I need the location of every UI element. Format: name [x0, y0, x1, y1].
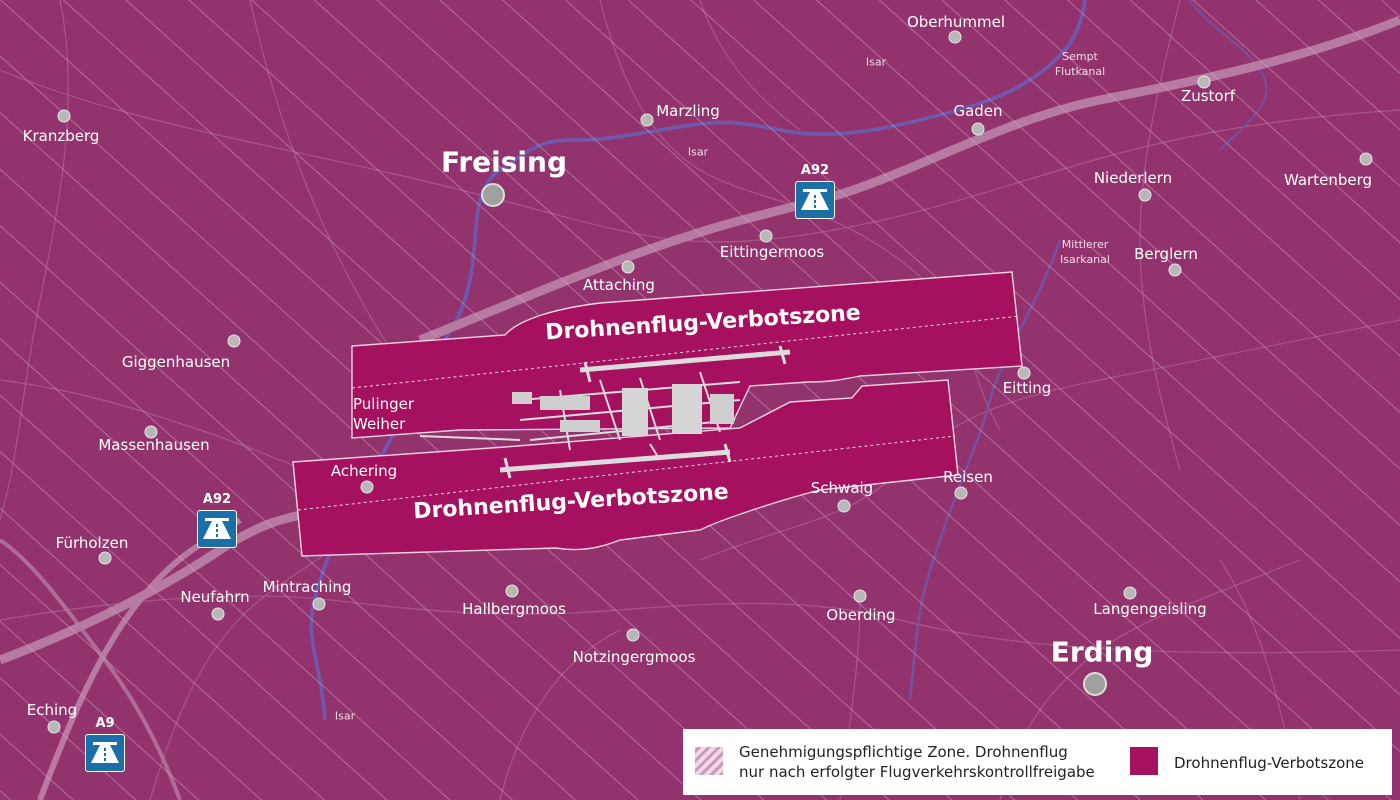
place-neufahrn: Neufahrn [180, 588, 250, 606]
place-dot [837, 499, 851, 513]
legend-swatch-permit-zone [695, 747, 723, 775]
city-erding: Erding [1050, 635, 1154, 669]
place-schwaig: Schwaig [810, 479, 874, 497]
airport-layout [419, 345, 791, 479]
place-hallbergmoos: Hallbergmoos [462, 600, 566, 618]
place-oberding: Oberding [826, 606, 896, 624]
place-dot [312, 597, 326, 611]
place-dot [1017, 366, 1031, 380]
place-notzingergmoos: Notzingergmoos [572, 648, 696, 666]
place-reisen: Reisen [943, 468, 993, 486]
motorway-icon [197, 510, 237, 548]
legend-permit-zone-line1: Genehmigungspflichtige Zone. Drohnenflug [739, 743, 1068, 761]
place-dot [57, 109, 71, 123]
place-langengeisling: Langengeisling [1093, 600, 1207, 618]
water-label-isar: Isar [865, 55, 887, 69]
motorway-icon [795, 181, 835, 219]
highway-sign-a9: A9 [85, 716, 125, 772]
place-wartenberg: Wartenberg [1283, 171, 1373, 189]
place-dot [853, 589, 867, 603]
map-legend: Genehmigungspflichtige Zone. Drohnenflug… [683, 729, 1392, 795]
place-giggenhausen: Giggenhausen [121, 353, 231, 371]
place-mintraching: Mintraching [262, 578, 352, 596]
place-dot [1359, 152, 1373, 166]
place-dot [954, 486, 968, 500]
water-label-sempt-flutkanal: Sempt Flutkanal [1054, 50, 1106, 78]
highway-label: A92 [800, 163, 830, 178]
highway-label: A9 [95, 716, 115, 731]
place-dot [948, 30, 962, 44]
place-pulinger-weiher: Pulinger Weiher [353, 395, 415, 433]
city-dot [481, 183, 505, 207]
city-dot [1083, 672, 1107, 696]
legend-text-permit-zone: Genehmigungspflichtige Zone. Drohnenflug… [739, 742, 1095, 782]
place-niederlern: Niederlern [1093, 169, 1173, 187]
place-dot [47, 720, 61, 734]
place-massenhausen: Massenhausen [98, 436, 210, 454]
place-gaden: Gaden [953, 102, 1003, 120]
place-dot [227, 334, 241, 348]
legend-swatch-no-fly-zone [1130, 747, 1158, 775]
legend-permit-zone-line2: nur nach erfolgter Flugverkehrskontrollf… [739, 763, 1095, 781]
place-dot [144, 425, 158, 439]
city-freising: Freising [441, 145, 567, 179]
place-dot [626, 628, 640, 642]
place-eitting: Eitting [1002, 379, 1052, 397]
highway-label: A92 [202, 492, 232, 507]
place-dot [1197, 75, 1211, 89]
place-eching: Eching [26, 701, 78, 719]
place-dot [1123, 586, 1137, 600]
place-zustorf: Zustorf [1180, 87, 1236, 105]
highway-sign-a92-west: A92 [197, 492, 237, 548]
place-dot [759, 229, 773, 243]
water-label-mittlerer-isarkanal: Mittlerer Isarkanal [1060, 238, 1110, 266]
place-dot [360, 480, 374, 494]
place-berglern: Berglern [1134, 245, 1198, 263]
place-attaching: Attaching [583, 276, 655, 294]
place-dot [1168, 263, 1182, 277]
place-dot [98, 551, 112, 565]
place-dot [505, 584, 519, 598]
place-oberhummel: Oberhummel [906, 13, 1006, 31]
place-dot [211, 607, 225, 621]
place-dot [621, 260, 635, 274]
legend-text-no-fly-zone: Drohnenflug-Verbotszone [1174, 754, 1364, 772]
motorway-icon [85, 734, 125, 772]
place-dot [640, 113, 654, 127]
place-marzling: Marzling [656, 102, 720, 120]
place-dot [971, 122, 985, 136]
highway-sign-a92-north: A92 [795, 163, 835, 219]
place-dot [1138, 188, 1152, 202]
place-kranzberg: Kranzberg [22, 127, 100, 145]
place-achering: Achering [330, 462, 398, 480]
place-fuerholzen: Fürholzen [55, 534, 129, 552]
water-label-isar: Isar [334, 709, 356, 723]
water-label-isar: Isar [687, 145, 709, 159]
place-eittingermoos: Eittingermoos [719, 243, 825, 261]
